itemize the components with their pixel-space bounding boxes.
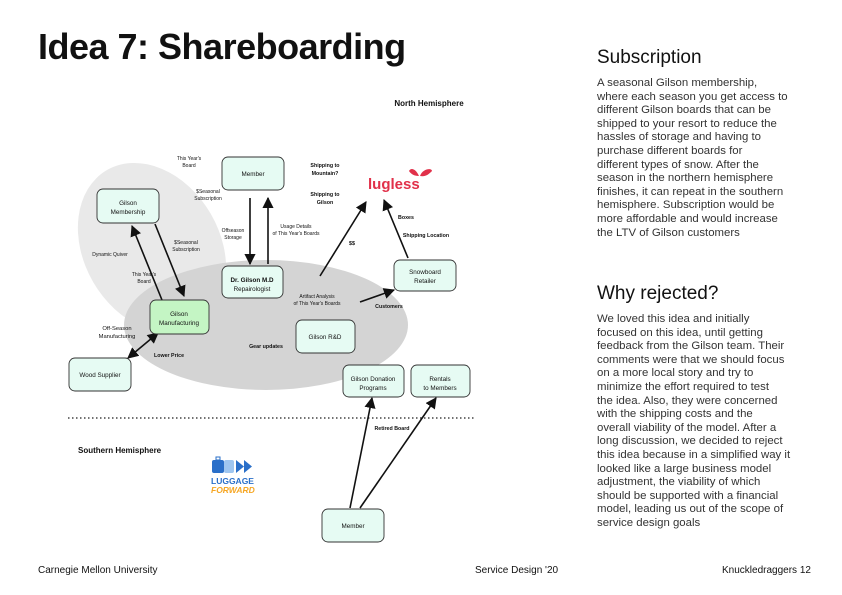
luggage-forward-logo: LUGGAGE FORWARD — [211, 456, 255, 495]
dynamic-quiver: Dynamic Quiver — [92, 252, 128, 258]
gilson-membership-label-2: Membership — [111, 209, 146, 216]
shipping-mountain-1: Shipping to — [310, 163, 340, 169]
dr-gilson-node — [221, 265, 284, 299]
dr-gilson-label-2: Repairologist — [234, 286, 271, 293]
shipping-gilson-2: Gilson — [317, 200, 333, 206]
rentals-label-2: to Members — [423, 385, 456, 392]
off-season-manufacturing-2: Manufacturing — [99, 334, 136, 340]
dr-gilson-label-1: Dr. Gilson M.D — [230, 277, 273, 284]
donation-programs-label-2: Programs — [359, 385, 386, 392]
this-years-board-left-1: This Year's — [132, 272, 157, 278]
why-rejected-heading: Why rejected? — [597, 283, 719, 304]
subscription-text: A seasonal Gilson membership, where each… — [597, 77, 788, 239]
donation-programs-label-1: Gilson Donation — [351, 376, 396, 383]
page-title: Idea 7: Shareboarding — [38, 26, 406, 67]
lugless-leaf-icon — [409, 168, 432, 177]
shipping-location-label: Shipping Location — [403, 233, 449, 239]
subscription-heading: Subscription — [597, 47, 702, 68]
snowboard-retailer-label-2: Retailer — [414, 278, 436, 285]
why-rejected-text: We loved this idea and initially focused… — [597, 313, 791, 529]
retired-board-label: Retired Board — [374, 426, 409, 432]
gilson-rd-node — [295, 319, 356, 354]
gilson-membership-label-1: Gilson — [119, 200, 137, 207]
off-season-manufacturing-1: Off-Season — [102, 326, 131, 332]
member-top-node — [221, 156, 285, 191]
arrow-drgilson-to-lugless — [319, 201, 367, 277]
shipping-gilson-1: Shipping to — [310, 192, 340, 198]
wood-supplier-label: Wood Supplier — [79, 372, 120, 379]
diagram-arrows — [127, 196, 437, 509]
gilson-operations-ellipse — [124, 260, 408, 390]
gilson-manufacturing-label-1: Gilson — [170, 311, 188, 318]
seasonal-subscription-top-2: Subscription — [194, 196, 222, 202]
arrow-member-to-rentals — [359, 397, 437, 509]
seasonal-subscription-left-1: $Seasonal — [174, 240, 198, 246]
rentals-node — [410, 364, 471, 398]
donation-programs-node — [342, 364, 405, 398]
arrow-woodsupplier-manufacturing — [127, 332, 159, 359]
member-bottom-label: Member — [341, 523, 364, 530]
lower-price-label: Lower Price — [154, 353, 184, 359]
usage-details-1: Usage Details — [280, 224, 312, 230]
seasonal-subscription-top-1: $Seasonal — [196, 189, 220, 195]
gilson-rd-label: Gilson R&D — [309, 334, 342, 341]
south-hemisphere-label: Southern Hemisphere — [78, 446, 162, 455]
offseason-storage-1: Offseason — [222, 228, 245, 234]
dollars-label: $$ — [349, 241, 355, 247]
arrow-membership-to-manufacturing — [154, 223, 186, 298]
member-top-label: Member — [241, 171, 264, 178]
forward-chevron-icon — [236, 460, 252, 473]
diagram-nodes — [68, 156, 471, 543]
snowboard-retailer-node — [393, 259, 457, 292]
arrow-rd-to-retailer — [359, 288, 396, 303]
footer-university: Carnegie Mellon University — [38, 565, 158, 576]
artifact-analysis-2: of This Year's Boards — [293, 301, 341, 307]
boxes-label: Boxes — [398, 215, 414, 221]
gear-updates-label: Gear updates — [249, 344, 283, 350]
this-years-board-top-1: This Year's — [177, 156, 202, 162]
shipping-mountain-2: Mountain? — [312, 171, 339, 177]
this-years-board-top-2: Board — [182, 163, 196, 169]
north-hemisphere-label: North Hemisphere — [394, 99, 464, 108]
offseason-storage-2: Storage — [224, 235, 242, 241]
svg-text:lugless: lugless — [368, 176, 420, 193]
this-years-board-left-2: Board — [137, 279, 151, 285]
artifact-analysis-1: Artifact Analysis — [299, 294, 335, 300]
lugless-logo: lugless — [368, 168, 432, 193]
gilson-membership-node — [96, 188, 160, 224]
footer-course: Service Design '20 — [475, 565, 559, 576]
wood-supplier-node — [68, 357, 132, 392]
svg-text:LUGGAGE: LUGGAGE — [211, 476, 254, 486]
gilson-manufacturing-label-2: Manufacturing — [159, 320, 199, 327]
customers-label: Customers — [375, 304, 403, 310]
footer-team-page: Knuckledraggers 12 — [722, 565, 811, 576]
gilson-manufacturing-node — [149, 299, 210, 335]
rentals-label-1: Rentals — [429, 376, 450, 383]
arrow-retailer-to-lugless — [382, 198, 409, 259]
seasonal-subscription-left-2: Subscription — [172, 247, 200, 253]
arrow-manufacturing-to-membership — [130, 224, 163, 301]
member-bottom-node — [321, 508, 385, 543]
usage-details-2: of This Year's Boards — [272, 231, 320, 237]
arrow-member-to-donation — [349, 396, 376, 509]
snowboard-retailer-label-1: Snowboard — [409, 269, 441, 276]
svg-text:FORWARD: FORWARD — [211, 485, 255, 495]
suitcase-icon — [212, 460, 224, 473]
